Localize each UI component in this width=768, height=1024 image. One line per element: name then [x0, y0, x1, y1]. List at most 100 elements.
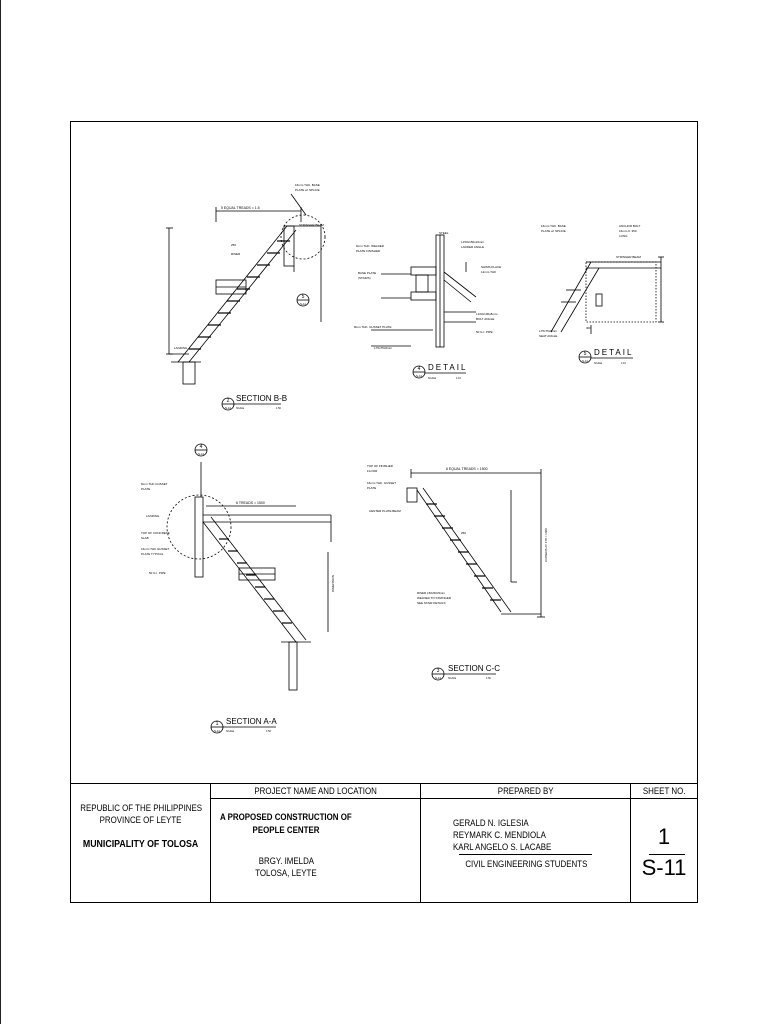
svg-text:SCALE: SCALE [236, 407, 245, 410]
svg-text:300: 300 [586, 326, 591, 330]
prepared-column: PREPARED BY GERALD N. IGLESIA REYMARK C.… [420, 784, 631, 903]
svg-text:250: 250 [231, 243, 236, 247]
detail-4-sheet: S-11 [416, 374, 422, 378]
svg-text:L100x100x8mm: L100x100x8mm [476, 312, 498, 316]
svg-text:FLOOR: FLOOR [367, 469, 378, 473]
svg-text:SLAB: SLAB [141, 536, 149, 540]
svg-text:BASE PLATE: BASE PLATE [358, 271, 376, 275]
svg-text:DIMENSION: DIMENSION [331, 575, 335, 592]
svg-text:1:50: 1:50 [266, 730, 271, 733]
svg-text:6mm THK GUSSET: 6mm THK GUSSET [141, 482, 168, 486]
detail-5-label: 5 S-11 DETAIL SCALE 1:10 [578, 348, 633, 365]
svg-text:16mm THK. GUSSET: 16mm THK. GUSSET [367, 481, 396, 485]
detail-4-label: 4 S-11 DETAIL SCALE 1:10 [412, 363, 467, 380]
sheet-header: SHEET NO. [642, 786, 686, 796]
prepared-header: PREPARED BY [498, 786, 554, 796]
svg-text:LANDING: LANDING [174, 346, 188, 350]
svg-text:PLATE TYPICAL: PLATE TYPICAL [141, 552, 164, 556]
svg-text:PLATE w/ SPLICE: PLATE w/ SPLICE [295, 188, 320, 192]
svg-text:6mm THK. WELDED: 6mm THK. WELDED [356, 244, 385, 248]
svg-text:SCALE: SCALE [448, 677, 457, 680]
project-line-1: A PROPOSED CONSTRUCTION OF [220, 812, 352, 822]
svg-text:250: 250 [461, 531, 466, 535]
svg-text:SEE STAIR DETAILS: SEE STAIR DETAILS [417, 601, 446, 605]
section-aa-number: 1 [216, 721, 219, 727]
svg-text:1:50: 1:50 [486, 677, 491, 680]
detail-5-number: 5 [584, 351, 587, 357]
detail-5-drawing: 16mm THK. BASE PLATE w/ SPLICE ANCHOR BO… [539, 224, 664, 338]
svg-text:L75x75x6mm: L75x75x6mm [374, 346, 393, 350]
svg-text:TOP OF FINISHED: TOP OF FINISHED [367, 464, 394, 468]
section-aa-label: 1 S-11 SECTION A-A SCALE 1:50 [210, 717, 277, 734]
preparer-1: GERALD N. IGLESIA [453, 818, 529, 828]
detail-4-number: 4 [418, 366, 421, 372]
svg-text:16mm THK. BASE: 16mm THK. BASE [295, 183, 320, 187]
republic-text: REPUBLIC OF THE PHILIPPINES [80, 803, 202, 813]
page-left-edge [0, 0, 1, 1024]
svg-text:1:50: 1:50 [276, 407, 281, 410]
svg-text:STRINGER BEAM: STRINGER BEAM [299, 223, 324, 227]
location-line-1: BRGY. IMELDA [258, 856, 314, 866]
section-aa-drawing: 6 TREADS = 1500 DIMENSIO [141, 462, 335, 691]
svg-text:6 EQUAL TREADS = 1500: 6 EQUAL TREADS = 1500 [446, 467, 488, 471]
callout-5-sheet: S-11 [300, 302, 306, 306]
detail-5-sheet: S-11 [582, 359, 588, 363]
callout-4-marker: 4 S-11 [194, 443, 208, 457]
svg-text:16mm THK. BASE: 16mm THK. BASE [541, 224, 566, 228]
preparer-role: CIVIL ENGINEERING STUDENTS [465, 859, 588, 869]
section-aa-sheet: S-11 [214, 729, 220, 733]
province-text: PROVINCE OF LEYTE [100, 815, 182, 825]
section-aa-title: SECTION A-A [226, 717, 277, 726]
sheet-code: S-11 [641, 855, 687, 880]
section-bb-label: 2 S-11 SECTION B-B SCALE 1:50 [221, 394, 287, 411]
municipality-text: MUNICIPALITY OF TOLOSA [83, 839, 199, 850]
section-bb-number: 2 [227, 398, 230, 404]
svg-text:STRINGER BEAM: STRINGER BEAM [616, 255, 641, 259]
svg-text:1:10: 1:10 [621, 362, 626, 365]
svg-text:L75x75x6mm: L75x75x6mm [539, 329, 558, 333]
svg-text:(STAIRS): (STAIRS) [358, 276, 371, 280]
location-line-2: TOLOSA, LEYTE [255, 868, 317, 878]
project-header: PROJECT NAME AND LOCATION [254, 786, 378, 796]
svg-text:SCALE: SCALE [428, 377, 437, 380]
svg-text:ANCHOR BOLT: ANCHOR BOLT [619, 224, 641, 228]
svg-text:PLATE w/ SPLICE: PLATE w/ SPLICE [541, 229, 566, 233]
svg-text:WELDED TO STRINGER: WELDED TO STRINGER [417, 596, 452, 600]
svg-text:CENTER PLATE BEAM: CENTER PLATE BEAM [369, 509, 401, 513]
svg-text:PLATE: PLATE [367, 486, 376, 490]
svg-text:6 TREADS = 1500: 6 TREADS = 1500 [236, 501, 265, 505]
svg-text:LONG: LONG [619, 234, 628, 238]
svg-text:RISER: RISER [231, 252, 241, 256]
section-bb-drawing: 5 EQUAL TREADS = 1.5 [166, 183, 326, 385]
svg-text:STEEL: STEEL [439, 231, 449, 235]
svg-text:9 RISERS AT 178 = 1600: 9 RISERS AT 178 = 1600 [544, 528, 548, 562]
title-block: REPUBLIC OF THE PHILIPPINES PROVINCE OF … [71, 783, 697, 903]
project-line-2: PEOPLE CENTER [252, 825, 320, 835]
section-cc-title: SECTION C-C [448, 664, 500, 673]
svg-text:5 EQUAL TREADS = 1.5: 5 EQUAL TREADS = 1.5 [221, 206, 260, 210]
structural-drawings: 5 EQUAL TREADS = 1.5 [141, 183, 664, 734]
svg-text:16mm 0. 350: 16mm 0. 350 [619, 229, 637, 233]
section-cc-number: 3 [437, 668, 440, 674]
project-column: PROJECT NAME AND LOCATION A PROPOSED CON… [210, 784, 421, 903]
svg-text:LANDING: LANDING [146, 514, 160, 518]
detail-5-title: DETAIL [594, 348, 633, 357]
callout-5-marker: 5 S-11 [296, 293, 310, 307]
svg-text:L150x150x10mm: L150x150x10mm [461, 240, 485, 244]
svg-text:SCALE: SCALE [226, 730, 235, 733]
svg-text:16mm THK GUSSET: 16mm THK GUSSET [141, 547, 169, 551]
detail-4-drawing: 6mm THK. WELDED PLATE FINISHED BASE PLAT… [354, 231, 501, 350]
svg-text:50 G.I. PIPE: 50 G.I. PIPE [149, 571, 166, 575]
svg-text:PLATE FINISHED: PLATE FINISHED [356, 249, 381, 253]
section-cc-drawing: 6 EQUAL TREADS = 1500 9 RISERS AT 178 = … [367, 464, 548, 618]
section-cc-label: 3 S-11 SECTION C-C SCALE 1:50 [431, 664, 500, 681]
detail-4-title: DETAIL [428, 363, 467, 372]
drawing-sheet: 5 EQUAL TREADS = 1.5 [70, 121, 698, 903]
svg-text:BOLT ANGLE: BOLT ANGLE [476, 317, 494, 321]
section-bb-sheet: S-11 [225, 406, 231, 410]
svg-text:PLATE: PLATE [141, 487, 150, 491]
sheet-column: SHEET NO. 1 S-11 [630, 784, 697, 903]
svg-text:12mm THK: 12mm THK [481, 270, 496, 274]
svg-text:50 G.I. PIPE: 50 G.I. PIPE [476, 330, 493, 334]
owner-column: REPUBLIC OF THE PHILIPPINES PROVINCE OF … [71, 784, 211, 903]
